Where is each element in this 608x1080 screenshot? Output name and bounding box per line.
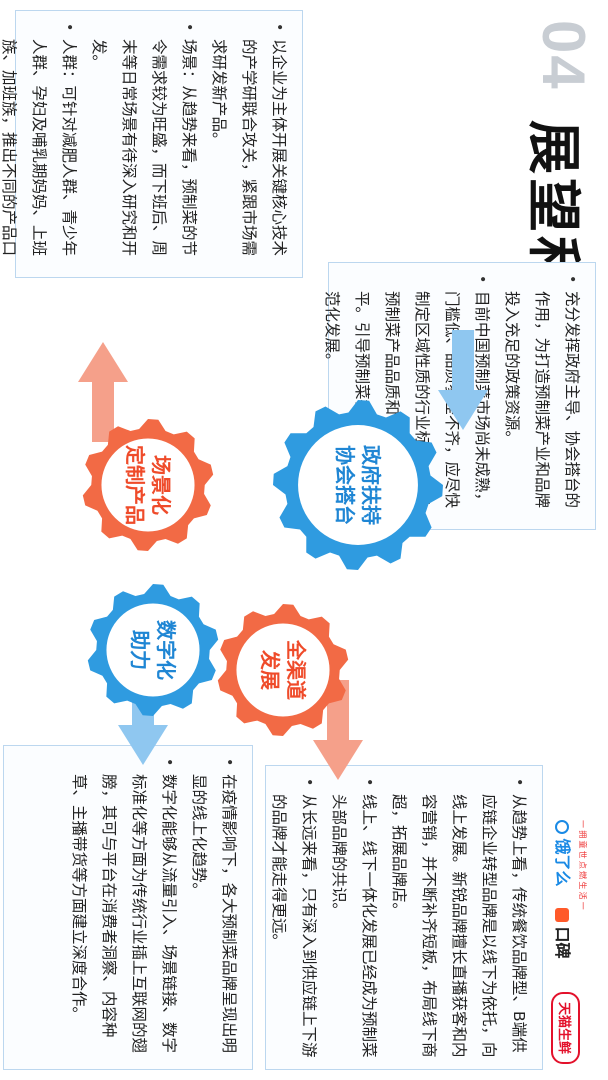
arrow-down-orange-icon — [313, 680, 363, 780]
section-number: 04 — [530, 20, 597, 91]
koubei-text: 口碑 — [553, 926, 570, 959]
gear-digital: 数字化 助力 — [78, 575, 228, 725]
gear-label-line2: 发展 — [258, 650, 282, 690]
box-scene: 以企业为主体开展关键核心技术的产学研联合攻关，紧跟市场需求研发新产品。 场景：从… — [0, 10, 303, 278]
list-item: 从趋势上看，传统餐饮品牌型、B端供应链企业转型品牌是以线下为依托，向线上发展。新… — [384, 776, 534, 1059]
box-channel: 从趋势上看，传统餐饮品牌型、B端供应链企业转型品牌是以线下为依托，向线上发展。新… — [265, 765, 543, 1070]
list-item: 线上、线下一体化发展已经成为预制菜头部品牌的共识。 — [324, 776, 384, 1059]
list-item: 人群：可针对减肥人群、青少年人群、孕妇及哺乳期妈妈、上班族、加班族，推出不同的产… — [0, 21, 84, 267]
gear-label: 全渠道 发展 — [208, 595, 358, 745]
gear-label-line2: 定制产品 — [123, 445, 147, 525]
gear-scene: 场景化 定制产品 — [73, 410, 223, 560]
gear-label: 数字化 助力 — [78, 575, 228, 725]
gear-blue-icon — [87, 584, 219, 716]
gear-label-line1: 数字化 — [154, 620, 178, 680]
eleme-text: 饿了么 — [553, 838, 570, 887]
gear-channel: 全渠道 发展 — [208, 595, 358, 745]
brand-tagline: 一 拥 童 世 点 燃 生 活 一 — [578, 820, 587, 910]
gear-label-line1: 场景化 — [149, 455, 173, 515]
list-item: 场景：从趋势来看，预制菜的节令需求较为旺盛，而下班后、周末等日常场景有待深入研究… — [84, 21, 204, 267]
brand-logos: 一 拥 童 世 点 燃 生 活 一 饿了么 口碑 天猫生鲜 — [548, 820, 588, 1070]
gear-label: 场景化 定制产品 — [73, 410, 223, 560]
koubei-logo: 口碑 — [552, 908, 576, 958]
gear-government: 政府扶持 协会搭台 — [263, 390, 453, 580]
list-item: 在疫情影响下，各大预制菜品牌呈现出明显的线上化趋势。 — [184, 756, 244, 1059]
tmall-fresh-logo: 天猫生鲜 — [551, 992, 580, 1065]
gear-label-line1: 全渠道 — [284, 640, 308, 700]
arrow-up-blue-icon — [438, 330, 488, 430]
tmall-fresh-text: 天猫生鲜 — [557, 1002, 572, 1055]
gear-orange-icon — [82, 419, 214, 551]
eleme-logo: 饿了么 — [552, 820, 576, 886]
gear-label: 政府扶持 协会搭台 — [263, 390, 453, 580]
gear-label-line1: 政府扶持 — [359, 445, 383, 525]
koubei-icon — [555, 908, 569, 922]
gear-label-line2: 助力 — [128, 630, 152, 670]
box-digital: 在疫情影响下，各大预制菜品牌呈现出明显的线上化趋势。 数字化能够从流量引入、场景… — [3, 745, 253, 1070]
list-item: 数字化能够从流量引入、场景链接、数字标准化等方面为传统行业插上互联网的翅膀，其可… — [64, 756, 184, 1059]
list-item: 以企业为主体开展关键核心技术的产学研联合攻关，紧跟市场需求研发新产品。 — [204, 21, 294, 267]
gear-blue-icon — [273, 400, 443, 570]
list-item: 从长远来看，只有深入到供应链上下游的品牌才能走得更远。 — [264, 776, 324, 1059]
gear-label-line2: 协会搭台 — [333, 445, 357, 525]
arrow-up-orange-icon — [78, 342, 128, 442]
eleme-icon — [555, 820, 569, 834]
gear-orange-icon — [217, 604, 349, 736]
list-item: 充分发挥政府主导、协会搭台的作用，为打造预制菜产业和品牌投入充足的政策资源。 — [497, 273, 587, 519]
